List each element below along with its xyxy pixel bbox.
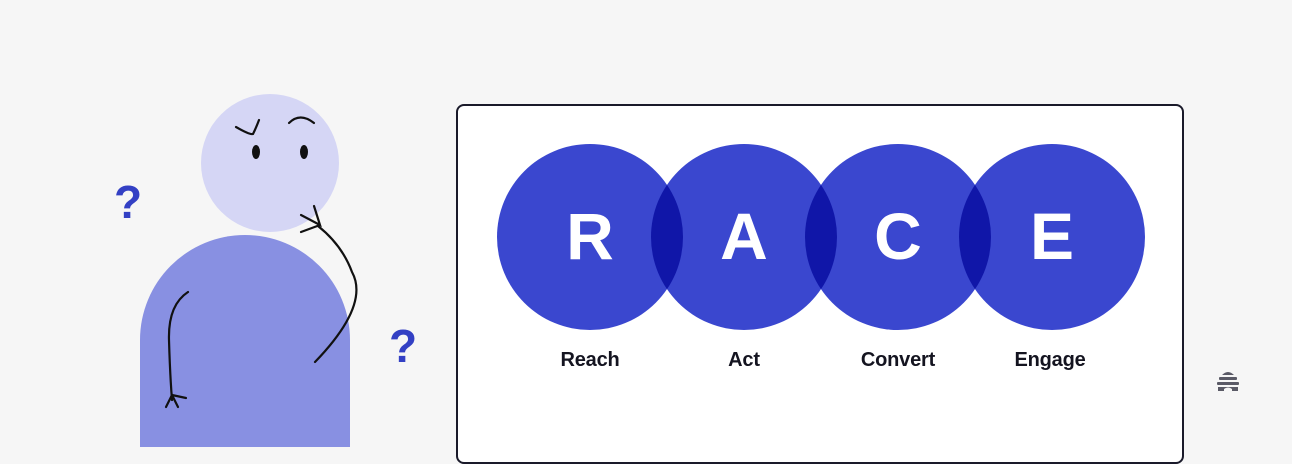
label-act: Act bbox=[728, 349, 760, 371]
left-eye bbox=[252, 145, 260, 159]
circle-act bbox=[651, 144, 837, 330]
race-circles bbox=[497, 144, 1145, 330]
question-mark-left: ? bbox=[114, 176, 143, 228]
race-framework-graphic: ? ? R A C E Reach Act Convert Engage bbox=[114, 94, 1239, 464]
question-mark-right: ? bbox=[389, 320, 418, 372]
circle-convert bbox=[805, 144, 991, 330]
circle-engage bbox=[959, 144, 1145, 330]
label-reach: Reach bbox=[560, 349, 620, 371]
person-head bbox=[201, 94, 339, 232]
confused-person-illustration bbox=[140, 94, 358, 447]
letter-e: E bbox=[1029, 199, 1075, 273]
label-engage: Engage bbox=[1014, 349, 1086, 371]
circle-reach bbox=[497, 144, 683, 330]
right-eye bbox=[300, 145, 308, 159]
letter-c: C bbox=[874, 199, 922, 273]
label-convert: Convert bbox=[860, 349, 936, 371]
letter-a: A bbox=[720, 199, 768, 273]
letter-r: R bbox=[566, 199, 614, 273]
beehive-logo-icon bbox=[1217, 372, 1239, 391]
person-body bbox=[140, 235, 350, 447]
